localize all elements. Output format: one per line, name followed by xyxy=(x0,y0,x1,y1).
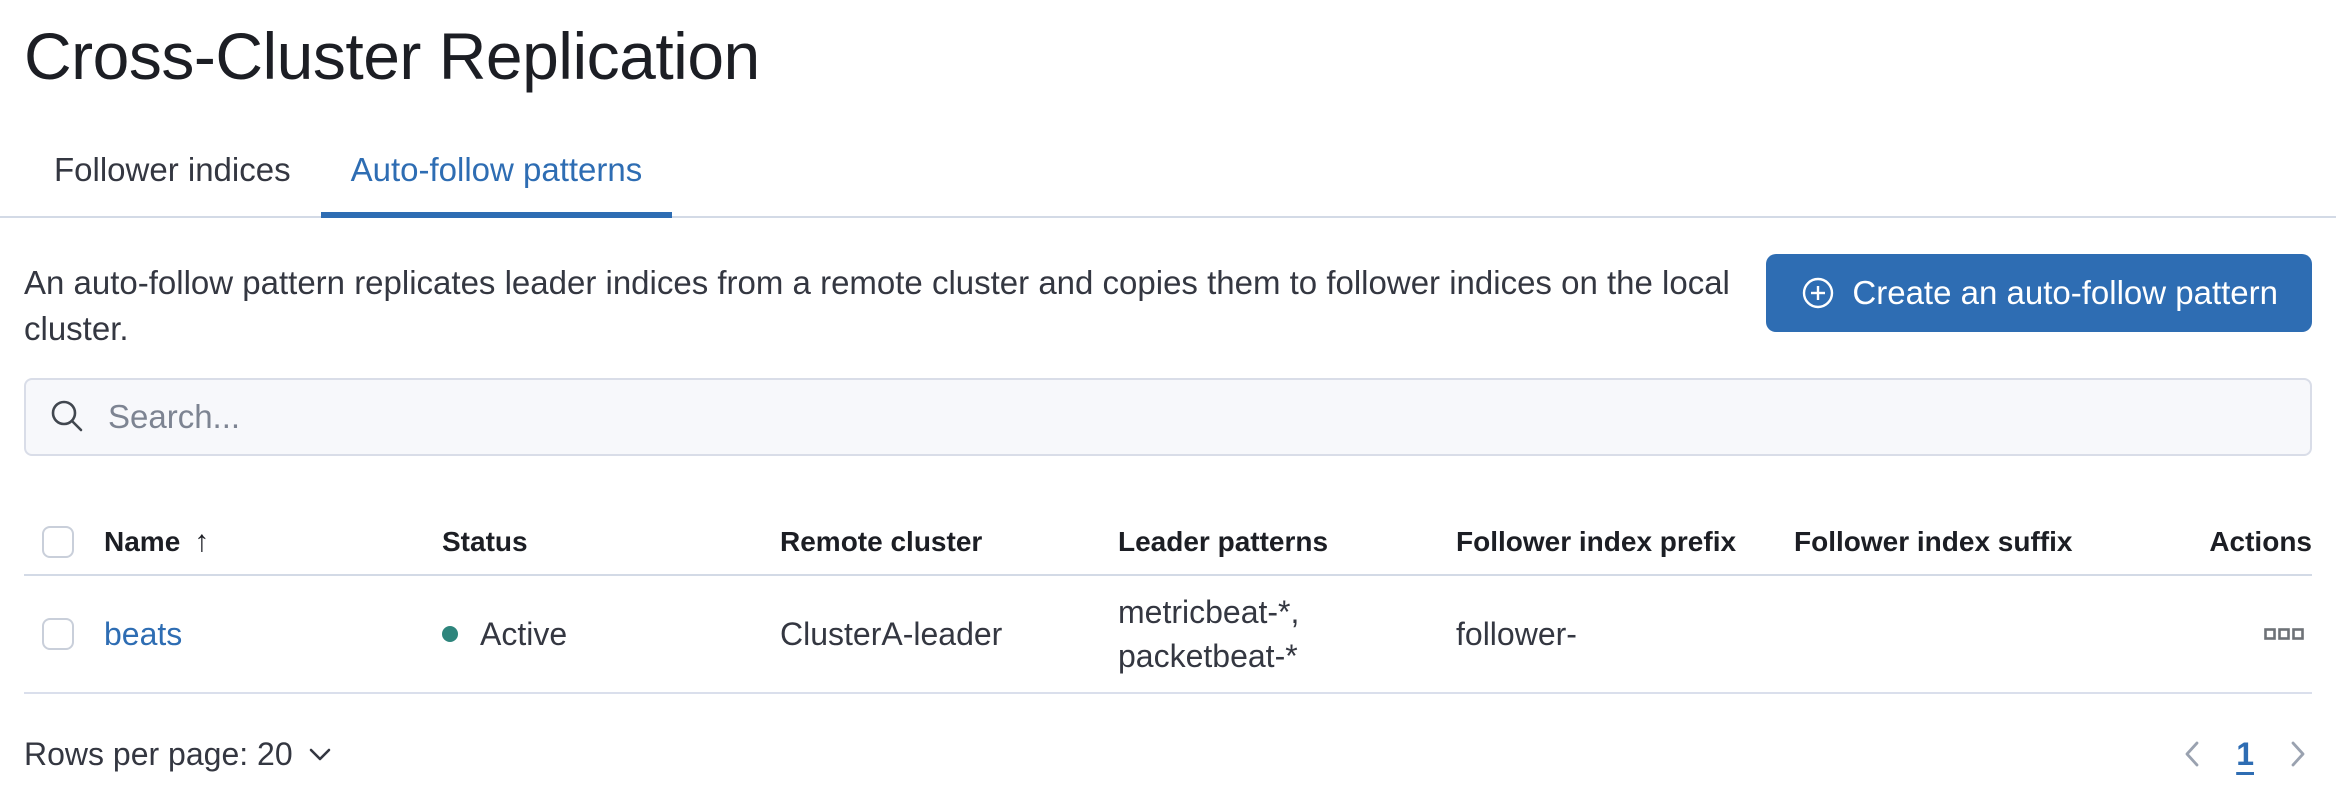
create-auto-follow-pattern-button[interactable]: Create an auto-follow pattern xyxy=(1766,254,2312,332)
intro-section: An auto-follow pattern replicates leader… xyxy=(24,254,2312,352)
tab-follower-indices[interactable]: Follower indices xyxy=(54,151,291,188)
row-checkbox-cell xyxy=(24,618,104,650)
cell-leader-patterns: metricbeat-*, packetbeat-* xyxy=(1118,594,1300,674)
boxes-horizontal-icon xyxy=(2264,628,2304,640)
cell-status: Active xyxy=(442,616,780,653)
table-header-row: Name↑ Status Remote cluster Leader patte… xyxy=(24,510,2312,576)
chevron-down-icon xyxy=(309,748,330,761)
pattern-name-link[interactable]: beats xyxy=(104,615,183,652)
all-actions-button[interactable] xyxy=(2256,617,2312,654)
select-all-checkbox[interactable] xyxy=(42,526,74,558)
previous-page-button[interactable] xyxy=(2178,735,2206,773)
cell-follower-index-prefix: follower- xyxy=(1456,615,1577,652)
status-label: Active xyxy=(480,615,568,652)
search-input[interactable] xyxy=(108,398,2288,436)
page-number-1[interactable]: 1 xyxy=(2236,735,2254,772)
table-row: beats Active ClusterA-leader metricbeat-… xyxy=(24,576,2312,694)
cell-name: beats xyxy=(104,616,442,653)
column-header-leader-patterns: Leader patterns xyxy=(1118,526,1329,557)
status-active-dot-icon xyxy=(442,626,458,642)
create-button-label: Create an auto-follow pattern xyxy=(1852,274,2278,311)
column-header-status: Status xyxy=(442,526,528,557)
rows-per-page-label: Rows per page: 20 xyxy=(24,735,293,772)
pagination: 1 xyxy=(2178,735,2312,773)
search-bar[interactable] xyxy=(24,378,2312,456)
next-page-button[interactable] xyxy=(2284,735,2312,773)
tab-auto-follow-patterns[interactable]: Auto-follow patterns xyxy=(320,140,673,218)
cell-actions xyxy=(2132,614,2312,654)
plus-in-circle-icon xyxy=(1803,277,1834,309)
page-title: Cross-Cluster Replication xyxy=(24,19,760,93)
table-footer: Rows per page: 20 1 xyxy=(24,722,2312,786)
column-header-name[interactable]: Name↑ xyxy=(104,525,210,558)
column-header-remote-cluster: Remote cluster xyxy=(780,526,983,557)
row-checkbox[interactable] xyxy=(42,618,74,650)
header-checkbox-cell xyxy=(24,526,104,558)
sort-ascending-icon: ↑ xyxy=(194,525,210,558)
cell-remote-cluster: ClusterA-leader xyxy=(780,615,1003,652)
chevron-right-icon xyxy=(2291,741,2305,767)
column-header-actions: Actions xyxy=(2209,526,2312,557)
column-header-follower-index-prefix: Follower index prefix xyxy=(1456,526,1737,557)
column-header-follower-index-suffix: Follower index suffix xyxy=(1794,526,2073,557)
search-icon xyxy=(51,400,83,432)
chevron-left-icon xyxy=(2185,741,2199,767)
tab-bar: Follower indices Auto-follow patterns xyxy=(0,140,2336,218)
rows-per-page-control[interactable]: Rows per page: 20 xyxy=(24,736,333,773)
intro-description: An auto-follow pattern replicates leader… xyxy=(24,264,1730,347)
auto-follow-patterns-table: Name↑ Status Remote cluster Leader patte… xyxy=(24,510,2312,694)
